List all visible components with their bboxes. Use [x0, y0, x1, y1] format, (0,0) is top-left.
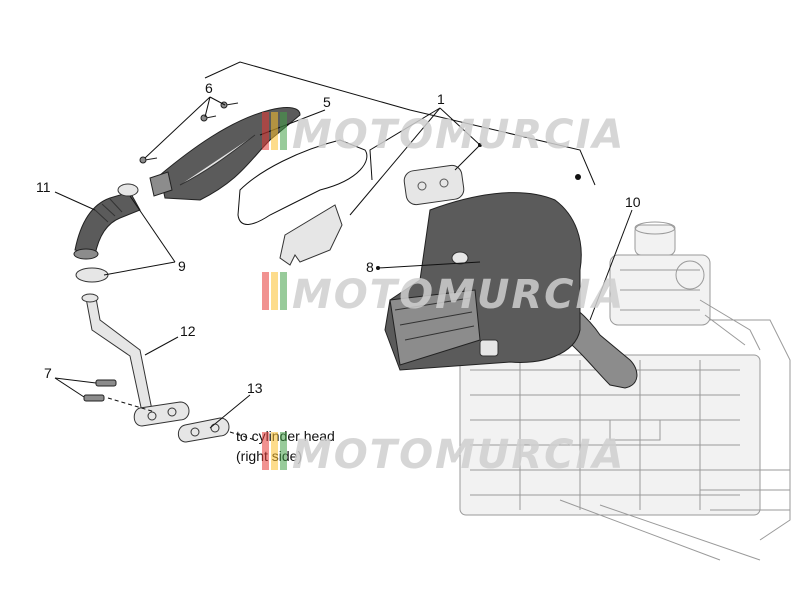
air-filter-housing — [384, 192, 582, 371]
tube-end — [81, 293, 99, 303]
hose-clamp-top — [117, 183, 139, 197]
watermark-text: MOTOMURCIA — [292, 272, 625, 318]
callout-7: 7 — [44, 365, 52, 381]
screw-group-7 — [83, 379, 117, 402]
engine-block — [459, 319, 791, 561]
leader-lines — [54, 61, 633, 441]
callout-12: 12 — [180, 323, 196, 339]
watermark-stripe-red — [262, 272, 269, 310]
deflector-plate — [279, 204, 343, 266]
flange-lower — [177, 417, 230, 443]
filter-element — [403, 164, 465, 206]
carburetor — [609, 221, 761, 351]
watermark-logo-bottom: MOTOMURCIA — [262, 432, 625, 478]
callout-10: 10 — [625, 194, 641, 210]
watermark-stripe-yellow — [271, 112, 278, 150]
watermark-stripe-red — [262, 432, 269, 470]
callout-6: 6 — [205, 80, 213, 96]
watermark-text: MOTOMURCIA — [292, 112, 625, 158]
callout-5: 5 — [323, 94, 331, 110]
watermark-stripe-yellow — [271, 432, 278, 470]
callout-9: 9 — [178, 258, 186, 274]
hose-clamp-bottom — [75, 267, 109, 283]
watermark-stripe-green — [280, 112, 287, 150]
flange-upper — [133, 401, 190, 427]
watermark-logo-top: MOTOMURCIA — [262, 112, 625, 158]
watermark-stripe-green — [280, 272, 287, 310]
callout-8: 8 — [366, 259, 374, 275]
watermark-stripe-red — [262, 112, 269, 150]
callout-1: 1 — [437, 91, 445, 107]
gasket — [237, 139, 368, 225]
watermark-text: MOTOMURCIA — [292, 432, 625, 478]
screw-group-6 — [139, 101, 239, 164]
rubber-sleeve — [73, 191, 141, 260]
watermark-stripe-green — [280, 432, 287, 470]
watermark-stripe-yellow — [271, 272, 278, 310]
watermark-logo-middle: MOTOMURCIA — [262, 272, 625, 318]
callout-11: 11 — [36, 179, 51, 195]
callout-13: 13 — [247, 380, 263, 396]
